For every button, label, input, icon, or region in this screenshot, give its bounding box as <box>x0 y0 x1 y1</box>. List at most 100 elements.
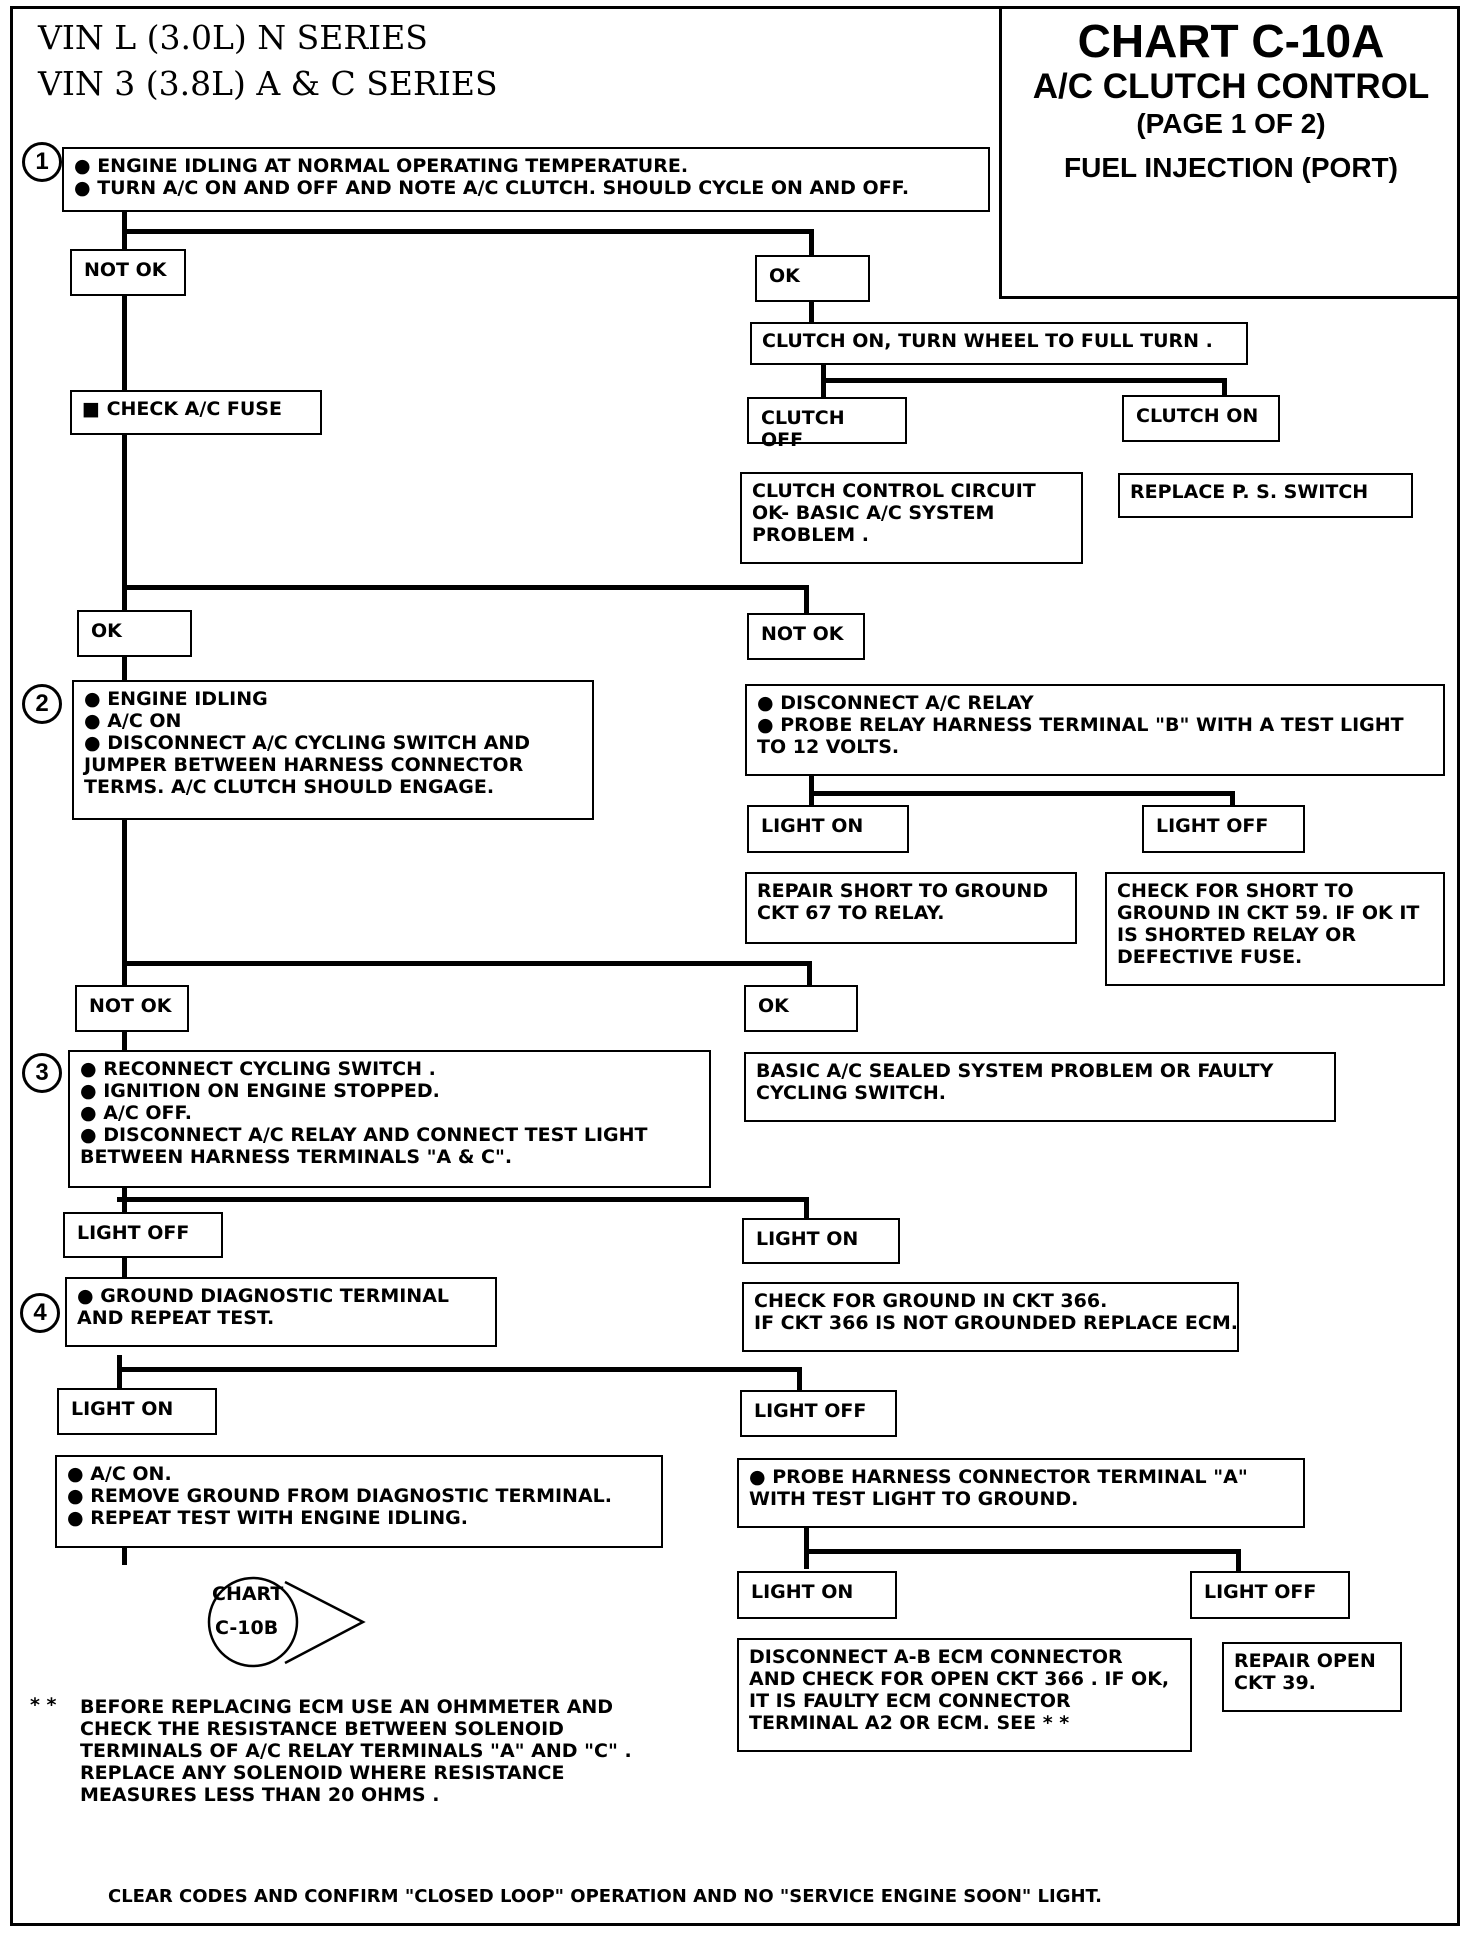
step2-not-ok-label: NOT OK <box>75 985 189 1032</box>
result-line: OK- BASIC A/C SYSTEM <box>752 502 995 524</box>
step4-light-on-label: LIGHT ON <box>57 1388 217 1435</box>
repair-short-line: REPAIR SHORT TO GROUND <box>757 880 1049 902</box>
step3-line: ● IGNITION ON ENGINE STOPPED. <box>80 1080 440 1102</box>
step2-line: ● A/C ON <box>84 710 182 732</box>
step2-line: ● ENGINE IDLING <box>84 688 268 710</box>
repair-open-box: REPAIR OPEN CKT 39. <box>1222 1642 1402 1712</box>
connector-line <box>804 585 809 617</box>
connector-line <box>122 1535 127 1565</box>
connector-line <box>122 229 814 234</box>
step-marker-1: 1 <box>22 142 62 182</box>
basic-sealed-line: BASIC A/C SEALED SYSTEM PROBLEM OR FAULT… <box>756 1060 1274 1082</box>
step-marker-2: 2 <box>22 684 62 724</box>
chart-number: CHART C-10A <box>1077 15 1385 67</box>
check-ground-line: IF CKT 366 IS NOT GROUNDED REPLACE ECM. <box>754 1312 1238 1334</box>
series-line-1: VIN L (3.0L) N SERIES <box>38 18 428 57</box>
step2-ok-label: OK <box>744 985 858 1032</box>
fuse-not-ok-label: NOT OK <box>747 613 865 660</box>
chart-title-block: CHART C-10A A/C CLUTCH CONTROL (PAGE 1 O… <box>999 6 1460 299</box>
disconnect-ecm-line: IT IS FAULTY ECM CONNECTOR <box>749 1690 1071 1712</box>
repeat-test-line: ● A/C ON. <box>67 1463 172 1485</box>
chart-ref-line-1: CHART <box>212 1583 284 1605</box>
basic-sealed-system-box: BASIC A/C SEALED SYSTEM PROBLEM OR FAULT… <box>744 1052 1336 1122</box>
step3-line: ● DISCONNECT A/C RELAY AND CONNECT TEST … <box>80 1124 648 1146</box>
check-short-line: IS SHORTED RELAY OR <box>1117 924 1356 946</box>
clutch-off-label: CLUTCH OFF <box>747 397 907 451</box>
footnote-text: BEFORE REPLACING ECM USE AN OHMMETER AND… <box>80 1696 632 1806</box>
ac-on-repeat-test-box: ● A/C ON. ● REMOVE GROUND FROM DIAGNOSTI… <box>55 1455 663 1548</box>
repeat-test-line: ● REPEAT TEST WITH ENGINE IDLING. <box>67 1507 468 1529</box>
step4-box: ● GROUND DIAGNOSTIC TERMINAL AND REPEAT … <box>65 1277 497 1347</box>
step4-line: AND REPEAT TEST. <box>77 1307 275 1329</box>
repair-short-box: REPAIR SHORT TO GROUND CKT 67 TO RELAY. <box>745 872 1077 944</box>
probe-a-line: WITH TEST LIGHT TO GROUND. <box>749 1488 1079 1510</box>
step2-line: TERMS. A/C CLUTCH SHOULD ENGAGE. <box>84 776 495 798</box>
basic-sealed-line: CYCLING SWITCH. <box>756 1082 946 1104</box>
repair-open-line: CKT 39. <box>1234 1672 1316 1694</box>
connector-line <box>809 791 1235 796</box>
step3-line: ● RECONNECT CYCLING SWITCH . <box>80 1058 436 1080</box>
relay-probe-line: ● PROBE RELAY HARNESS TERMINAL "B" WITH … <box>757 714 1404 736</box>
relay-probe-line: ● DISCONNECT A/C RELAY <box>757 692 1034 714</box>
relay-light-off-label: LIGHT OFF <box>1142 805 1305 853</box>
step1-line: ● ENGINE IDLING AT NORMAL OPERATING TEMP… <box>74 155 689 177</box>
footnote-line: MEASURES LESS THAN 20 OHMS . <box>80 1784 440 1806</box>
connector-line <box>117 1197 809 1202</box>
chart-page: (PAGE 1 OF 2) <box>1136 108 1326 139</box>
check-short-line: GROUND IN CKT 59. IF OK IT <box>1117 902 1420 924</box>
disconnect-ecm-box: DISCONNECT A-B ECM CONNECTOR AND CHECK F… <box>737 1638 1192 1752</box>
connector-line <box>122 961 812 966</box>
chart-system: FUEL INJECTION (PORT) <box>1064 152 1398 183</box>
step2-box: ● ENGINE IDLING ● A/C ON ● DISCONNECT A/… <box>72 680 594 820</box>
step1-line: ● TURN A/C ON AND OFF AND NOTE A/C CLUTC… <box>74 177 910 199</box>
step-marker-4: 4 <box>20 1293 60 1333</box>
clutch-control-ok-box: CLUTCH CONTROL CIRCUIT OK- BASIC A/C SYS… <box>740 472 1083 564</box>
step3-line: ● A/C OFF. <box>80 1102 192 1124</box>
chart-c10b-connector <box>207 1576 366 1668</box>
step2-line: ● DISCONNECT A/C CYCLING SWITCH AND <box>84 732 531 754</box>
chart-frame <box>10 6 1460 1926</box>
check-short-box: CHECK FOR SHORT TO GROUND IN CKT 59. IF … <box>1105 872 1445 986</box>
footnote-line: REPLACE ANY SOLENOID WHERE RESISTANCE <box>80 1762 565 1784</box>
probe-light-off-label: LIGHT OFF <box>1190 1571 1350 1619</box>
connector-line <box>1222 378 1227 398</box>
step1-not-ok-label: NOT OK <box>70 249 186 296</box>
step3-light-on-label: LIGHT ON <box>742 1218 900 1264</box>
clutch-on-turn-wheel-box: CLUTCH ON, TURN WHEEL TO FULL TURN . <box>750 322 1248 365</box>
probe-a-line: ● PROBE HARNESS CONNECTOR TERMINAL "A" <box>749 1466 1248 1488</box>
step1-box: ● ENGINE IDLING AT NORMAL OPERATING TEMP… <box>62 147 990 212</box>
connector-line <box>821 378 1227 383</box>
repeat-test-line: ● REMOVE GROUND FROM DIAGNOSTIC TERMINAL… <box>67 1485 612 1507</box>
step3-box: ● RECONNECT CYCLING SWITCH . ● IGNITION … <box>68 1050 711 1188</box>
probe-terminal-a-box: ● PROBE HARNESS CONNECTOR TERMINAL "A" W… <box>737 1458 1305 1528</box>
chart-ref-line-2: C-10B <box>215 1617 279 1639</box>
check-short-line: DEFECTIVE FUSE. <box>1117 946 1303 968</box>
relay-light-on-label: LIGHT ON <box>747 805 909 853</box>
connector-line <box>809 300 814 327</box>
relay-probe-line: TO 12 VOLTS. <box>757 736 900 758</box>
connector-line <box>1230 791 1235 809</box>
connector-line <box>809 229 814 259</box>
connector-line <box>804 1197 809 1229</box>
step3-line: BETWEEN HARNESS TERMINALS "A & C". <box>80 1146 513 1168</box>
relay-probe-box: ● DISCONNECT A/C RELAY ● PROBE RELAY HAR… <box>745 684 1445 776</box>
step1-ok-label: OK <box>755 255 870 302</box>
footnote-marker: * * <box>30 1694 57 1716</box>
connector-line <box>807 961 812 991</box>
replace-ps-switch-box: REPLACE P. S. SWITCH <box>1118 473 1413 518</box>
connector-line <box>1236 1549 1241 1575</box>
footnote-line: TERMINALS OF A/C RELAY TERMINALS "A" AND… <box>80 1740 632 1762</box>
repair-short-line: CKT 67 TO RELAY. <box>757 902 945 924</box>
connector-line <box>117 1355 122 1403</box>
chart-name: A/C CLUTCH CONTROL <box>1032 67 1430 106</box>
check-fuse-box: ■ CHECK A/C FUSE <box>70 390 322 435</box>
connector-line <box>797 1367 802 1397</box>
connector-line <box>804 1524 809 1569</box>
connector-line <box>122 1367 802 1372</box>
connector-line <box>122 585 809 590</box>
footnote-line: CHECK THE RESISTANCE BETWEEN SOLENOID <box>80 1718 564 1740</box>
result-line: PROBLEM . <box>752 524 870 546</box>
result-line: CLUTCH CONTROL CIRCUIT <box>752 480 1036 502</box>
step-marker-3: 3 <box>22 1053 62 1093</box>
footer-instruction: CLEAR CODES AND CONFIRM "CLOSED LOOP" OP… <box>108 1886 1102 1907</box>
